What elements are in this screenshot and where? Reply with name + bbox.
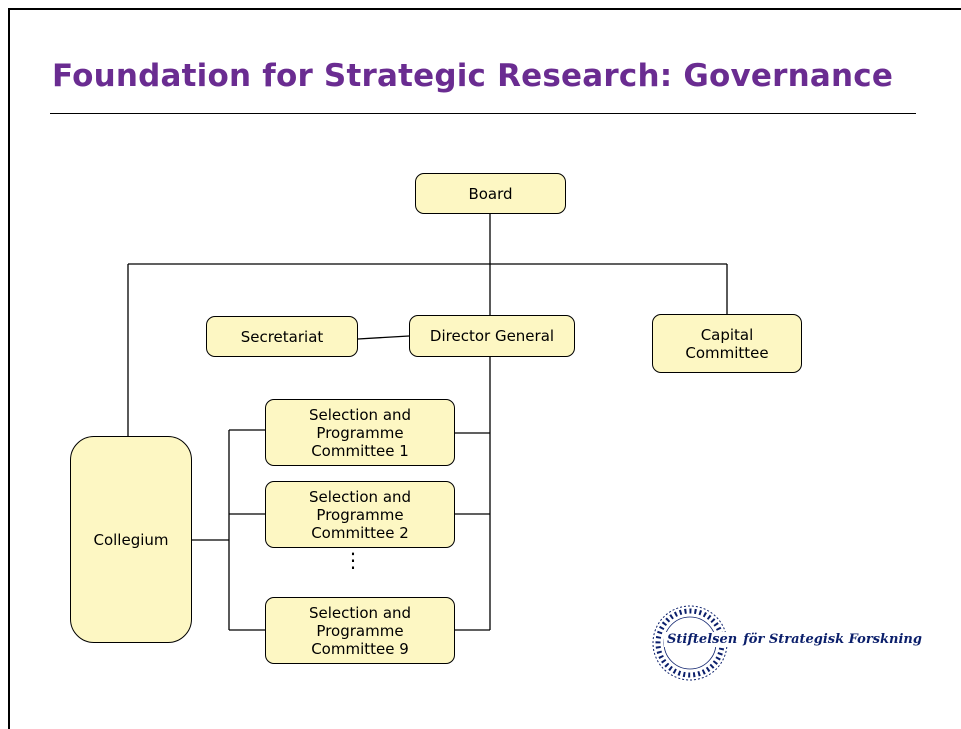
connector-secretariat-dg (357, 335, 410, 340)
committee-1-box: Selection and Programme Committee 1 (265, 399, 455, 466)
title-divider (50, 113, 916, 114)
logo-name-part2: för Strategisk Forskning (743, 632, 922, 647)
secretariat-box: Secretariat (206, 316, 358, 357)
director-general-box: Director General (409, 315, 575, 357)
collegium-box: Collegium (70, 436, 192, 643)
ellipsis-vertical: ⋮ (343, 548, 363, 572)
capital-committee-box: Capital Committee (652, 314, 802, 373)
slide-frame-top (8, 8, 961, 10)
committee-2-box: Selection and Programme Committee 2 (265, 481, 455, 548)
committee-9-box: Selection and Programme Committee 9 (265, 597, 455, 664)
board-box: Board (415, 173, 566, 214)
logo-name-part1: Stiftelsen (664, 632, 741, 647)
slide-frame-left (8, 8, 10, 729)
page-title: Foundation for Strategic Research: Gover… (52, 58, 894, 94)
